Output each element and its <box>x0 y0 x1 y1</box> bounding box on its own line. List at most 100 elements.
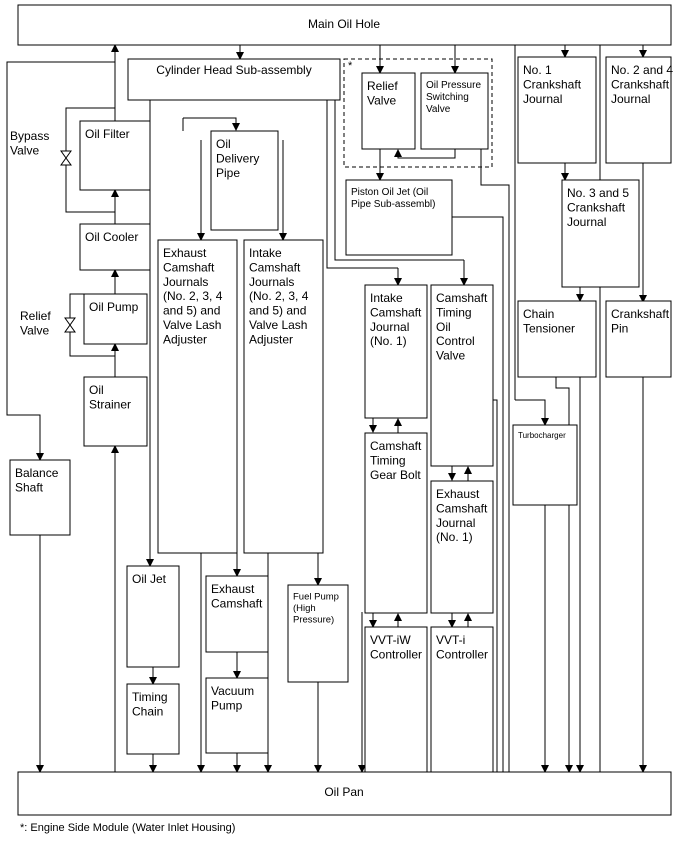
relief-valve-esm-label-line: Valve <box>367 93 396 107</box>
oil-jet-label: Oil Jet <box>132 572 167 586</box>
oil-pressure-switching-valve-label-line: Valve <box>426 104 451 115</box>
vvt-i-controller-label-line: VVT-i <box>436 633 465 647</box>
timing-chain-label-line: Chain <box>132 704 163 718</box>
intake-camshaft-journal-no1-label-line: Camshaft <box>370 305 422 319</box>
no24-crankshaft-journal-label-line: Crankshaft <box>611 77 670 91</box>
intake-camshaft-journals-label-line: Camshaft <box>249 260 301 274</box>
oil-filter-box: Oil Filter <box>79 120 151 191</box>
oil-filter-label: Oil Filter <box>85 127 130 141</box>
piston-oil-jet-label-line: Piston Oil Jet (Oil <box>351 187 428 198</box>
no1-crankshaft-journal-label-line: Journal <box>523 92 562 106</box>
vacuum-pump-label-line: Vacuum <box>211 684 254 698</box>
fuel-pump-label-line: Fuel Pump <box>293 592 339 603</box>
camshaft-timing-ocv-label-line: Oil <box>436 320 451 334</box>
camshaft-timing-gear-bolt-label-line: Gear Bolt <box>370 468 421 482</box>
oil-pan-label: Oil Pan <box>324 785 363 799</box>
asterisk-marker: * <box>348 60 353 72</box>
oil-jet-label-line: Oil Jet <box>132 572 167 586</box>
exhaust-camshaft-journals-label-line: Camshaft <box>163 260 215 274</box>
footnote: *: Engine Side Module (Water Inlet Housi… <box>20 822 235 834</box>
exhaust-camshaft-journals-label-line: and 5) and <box>163 304 220 318</box>
exhaust-camshaft-journal-no1-label-line: (No. 1) <box>436 530 473 544</box>
oil-cooler-label: Oil Cooler <box>85 230 138 244</box>
no1-crankshaft-journal-label-line: No. 1 <box>523 63 552 77</box>
vvt-iw-controller-label-line: VVT-iW <box>370 633 411 647</box>
relief-label-line: Valve <box>20 323 49 337</box>
component-boxes: Main Oil Hole Oil Pan Cylinder Head Sub-… <box>17 4 672 816</box>
bypass-valve-symbol <box>60 150 72 166</box>
camshaft-timing-ocv-label-line: Camshaft <box>436 291 488 305</box>
intake-camshaft-journals-label-line: Adjuster <box>249 332 293 346</box>
oil-pump-label-line: Oil Pump <box>89 300 139 314</box>
camshaft-timing-gear-bolt-label-line: Timing <box>370 453 406 467</box>
balance-shaft-label-line: Balance <box>15 466 59 480</box>
oil-strainer-label-line: Oil <box>89 383 104 397</box>
no1-crankshaft-journal-label-line: Crankshaft <box>523 77 582 91</box>
vvt-iw-controller-label-line: Controller <box>370 647 422 661</box>
oil-delivery-pipe-label-line: Oil <box>216 137 231 151</box>
bypass-label-line: Valve <box>10 143 39 157</box>
no24-crankshaft-journal-label-line: Journal <box>611 92 650 106</box>
cylinder-head-box: Cylinder Head Sub-assembly <box>127 58 341 101</box>
fuel-pump-label-line: (High <box>293 603 316 614</box>
oil-pressure-switching-valve-label-line: Oil Pressure <box>426 80 481 91</box>
crankshaft-pin-label-line: Crankshaft <box>611 307 670 321</box>
oil-jet-box: Oil Jet <box>126 565 180 668</box>
no35-crankshaft-journal-label-line: Journal <box>567 215 606 229</box>
exhaust-camshaft-journals-label-line: Journals <box>163 275 208 289</box>
relief-valve-esm-label-line: Relief <box>367 79 398 93</box>
fuel-pump-label-line: Pressure) <box>293 614 334 625</box>
turbocharger-box: Turbocharger <box>512 424 578 506</box>
oil-filter-label-line: Oil Filter <box>85 127 130 141</box>
camshaft-timing-ocv-label-line: Valve <box>436 349 465 363</box>
no35-crankshaft-journal-label-line: Crankshaft <box>567 200 626 214</box>
oil-pump-box: Oil Pump <box>83 293 148 345</box>
engine-side-module-group <box>343 58 493 168</box>
intake-camshaft-journals-label-line: Valve Lash <box>249 318 307 332</box>
intake-camshaft-journals-label-line: and 5) and <box>249 304 306 318</box>
oil-pump-label: Oil Pump <box>89 300 139 314</box>
intake-camshaft-journal-no1-label-line: Journal <box>370 320 409 334</box>
timing-chain-label-line: Timing <box>132 690 168 704</box>
turbocharger-label-line: Turbocharger <box>518 431 566 440</box>
oil-pan-box: Oil Pan <box>17 771 672 816</box>
intake-camshaft-journal-no1-label-line: Intake <box>370 291 403 305</box>
intake-camshaft-journals-label-line: Intake <box>249 246 282 260</box>
bypass-label-line: Bypass <box>10 129 49 143</box>
exhaust-camshaft-journals-label-line: (No. 2, 3, 4 <box>163 289 223 303</box>
exhaust-camshaft-label-line: Exhaust <box>211 582 255 596</box>
intake-camshaft-journal-no1-label-line: (No. 1) <box>370 334 407 348</box>
camshaft-timing-gear-bolt-label-line: Camshaft <box>370 439 422 453</box>
